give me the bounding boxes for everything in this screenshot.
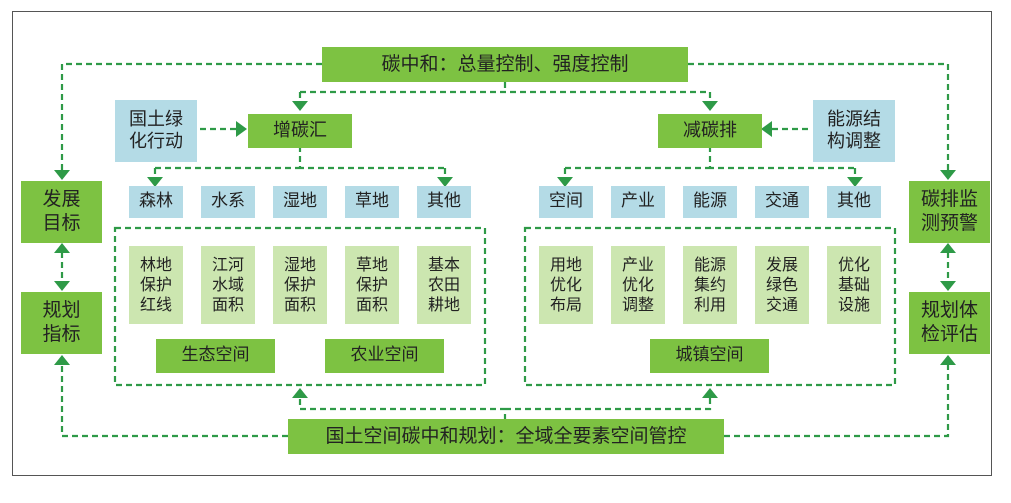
urban-space: 城镇空间 xyxy=(650,339,769,373)
bottom-goal: 国土空间碳中和规划：全域全要素空间管控 xyxy=(288,419,724,454)
arrow-down-other-left xyxy=(437,177,453,187)
energy-structure-adjustment: 能源结 构调整 xyxy=(813,100,895,162)
category-other-left: 其他 xyxy=(417,186,471,218)
arrow-down-emission xyxy=(702,101,718,111)
arrow-up-plan-check xyxy=(940,355,956,365)
planning-index: 规划 指标 xyxy=(21,292,102,354)
arrow-up-carbon-monitor xyxy=(940,243,956,253)
arrow-up-left-group xyxy=(292,388,308,398)
category-other-right: 其他 xyxy=(827,186,881,218)
arrow-down-dev-goal xyxy=(54,170,70,180)
left-measures-group xyxy=(113,226,487,387)
category-industry: 产业 xyxy=(611,186,665,218)
connector-sink-categories xyxy=(153,146,447,178)
arrow-down-sink xyxy=(292,101,308,111)
carbon-monitoring-warning: 碳排监 测预警 xyxy=(909,181,990,243)
planning-check-evaluation: 规划体 检评估 xyxy=(909,292,990,354)
greening-action: 国土绿 化行动 xyxy=(115,100,197,162)
diagram-frame xyxy=(12,11,992,476)
connector-top-branches xyxy=(298,82,712,102)
measure-green-transport: 发展 绿色 交通 xyxy=(755,246,809,324)
category-wetland: 湿地 xyxy=(273,186,327,218)
agricultural-space: 农业空间 xyxy=(325,339,444,373)
connector-top-right xyxy=(688,62,950,172)
arrow-down-plan-check xyxy=(940,281,956,291)
arrow-down-space xyxy=(557,177,573,187)
connector-bottom-right xyxy=(724,365,950,438)
arrow-down-carbon-monitor xyxy=(940,170,956,180)
connector-bottom-left xyxy=(60,365,288,438)
arrow-up-dev-goal xyxy=(54,243,70,253)
arrow-up-right-group xyxy=(702,388,718,398)
arrow-down-other-right xyxy=(847,177,863,187)
category-transport: 交通 xyxy=(755,186,809,218)
category-space: 空间 xyxy=(539,186,593,218)
top-goal: 碳中和：总量控制、强度控制 xyxy=(322,47,688,82)
measure-farmland: 基本 农田 耕地 xyxy=(417,246,471,324)
category-water: 水系 xyxy=(201,186,255,218)
connector-bottom-groups xyxy=(298,398,712,420)
measure-river-area: 江河 水域 面积 xyxy=(201,246,255,324)
category-forest: 森林 xyxy=(129,186,183,218)
arrow-down-forest xyxy=(147,177,163,187)
right-measures-group xyxy=(523,226,897,387)
category-energy: 能源 xyxy=(683,186,737,218)
arrow-up-plan-index xyxy=(54,355,70,365)
increase-carbon-sink: 增碳汇 xyxy=(248,114,352,148)
reduce-carbon-emission: 减碳排 xyxy=(658,114,762,148)
arrow-right-sink xyxy=(236,121,247,137)
connector-top-left xyxy=(60,62,322,172)
measure-energy-intensive-use: 能源 集约 利用 xyxy=(683,246,737,324)
arrow-down-plan-index xyxy=(54,281,70,291)
measure-forest-redline: 林地 保护 红线 xyxy=(129,246,183,324)
measure-industry-optimization: 产业 优化 调整 xyxy=(611,246,665,324)
measure-land-layout: 用地 优化 布局 xyxy=(539,246,593,324)
ecological-space: 生态空间 xyxy=(156,339,275,373)
development-goal: 发展 目标 xyxy=(21,181,102,243)
measure-wetland-area: 湿地 保护 面积 xyxy=(273,246,327,324)
connector-emission-categories xyxy=(563,146,857,178)
measure-infrastructure: 优化 基础 设施 xyxy=(827,246,881,324)
arrow-left-emission xyxy=(761,121,772,137)
category-grassland: 草地 xyxy=(345,186,399,218)
measure-grassland-area: 草地 保护 面积 xyxy=(345,246,399,324)
